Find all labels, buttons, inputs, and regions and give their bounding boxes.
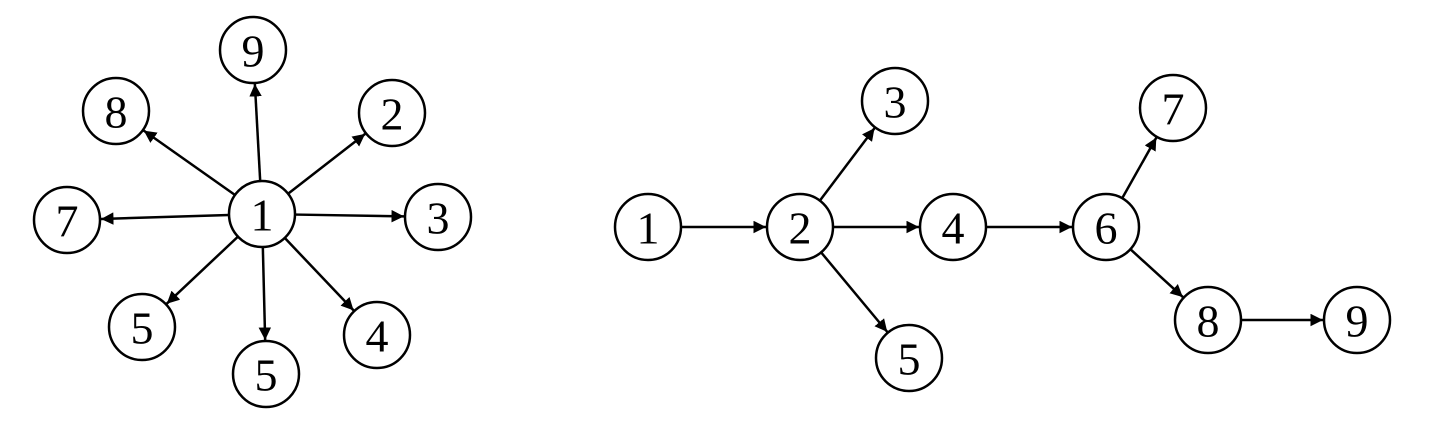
- node-circle: [874, 323, 944, 393]
- node-star-s3: 3: [403, 182, 473, 252]
- node-circle: [218, 15, 288, 85]
- node-label: 4: [366, 311, 389, 362]
- node-star-s1: 1: [227, 179, 297, 249]
- edge-star-1-to-4: [283, 237, 355, 312]
- node-star-s8: 8: [81, 76, 151, 146]
- node-tree-t3: 3: [860, 66, 930, 136]
- node-label: 3: [427, 193, 450, 244]
- node-tree-t8: 8: [1173, 285, 1243, 355]
- node-circle: [342, 300, 412, 370]
- edge-star-1-to-3: [294, 209, 405, 223]
- node-label: 2: [789, 203, 812, 254]
- node-label: 5: [898, 334, 921, 385]
- node-circle: [1138, 73, 1208, 143]
- node-label: 7: [1162, 84, 1185, 135]
- node-circle: [918, 192, 988, 262]
- node-circle: [860, 66, 930, 136]
- node-label: 7: [56, 196, 79, 247]
- node-circle: [32, 185, 102, 255]
- node-label: 3: [884, 77, 907, 128]
- node-circle: [227, 179, 297, 249]
- edge-tree-6-to-8: [1129, 248, 1184, 299]
- edge-star-1-to-8: [143, 129, 236, 196]
- edge-star-1-to-5: [258, 246, 272, 341]
- node-label: 5: [131, 303, 154, 354]
- node-label: 9: [1346, 296, 1369, 347]
- node-label: 4: [942, 203, 965, 254]
- node-tree-t4: 4: [918, 192, 988, 262]
- edge-star-1-to-7: [100, 212, 230, 225]
- node-label: 8: [1197, 296, 1220, 347]
- node-star-s2: 2: [357, 78, 427, 148]
- node-tree-t9: 9: [1322, 285, 1392, 355]
- star-graph: 1 9 8 2 7 3 5 5 4: [32, 15, 473, 409]
- node-tree-t7: 7: [1138, 73, 1208, 143]
- edge-star-1-to-9: [249, 83, 262, 182]
- node-label: 1: [637, 203, 660, 254]
- tree-graph: 1 2 3 4 5 6 7 8 9: [613, 66, 1392, 393]
- node-tree-t5: 5: [874, 323, 944, 393]
- edge-tree-2-to-5: [820, 251, 889, 333]
- edge-tree-2-to-3: [818, 127, 876, 202]
- node-circle: [613, 192, 683, 262]
- node-label: 2: [381, 89, 404, 140]
- edge-star-1-to-5: [165, 235, 239, 305]
- node-label: 8: [105, 87, 128, 138]
- node-tree-t1: 1: [613, 192, 683, 262]
- node-circle: [765, 192, 835, 262]
- node-tree-t6: 6: [1071, 192, 1141, 262]
- node-tree-t2: 2: [765, 192, 835, 262]
- node-circle: [1173, 285, 1243, 355]
- node-label: 5: [255, 350, 278, 401]
- node-circle: [107, 292, 177, 362]
- node-circle: [81, 76, 151, 146]
- node-star-s7: 7: [32, 185, 102, 255]
- node-star-s9: 9: [218, 15, 288, 85]
- node-circle: [403, 182, 473, 252]
- edge-star-1-to-2: [287, 132, 366, 195]
- node-circle: [231, 339, 301, 409]
- node-label: 6: [1095, 203, 1118, 254]
- node-circle: [357, 78, 427, 148]
- node-star-s5b: 5: [231, 339, 301, 409]
- node-circle: [1322, 285, 1392, 355]
- node-star-s4: 4: [342, 300, 412, 370]
- node-label: 9: [242, 26, 265, 77]
- node-label: 1: [251, 190, 274, 241]
- node-circle: [1071, 192, 1141, 262]
- edge-tree-6-to-7: [1121, 137, 1158, 199]
- node-star-s5a: 5: [107, 292, 177, 362]
